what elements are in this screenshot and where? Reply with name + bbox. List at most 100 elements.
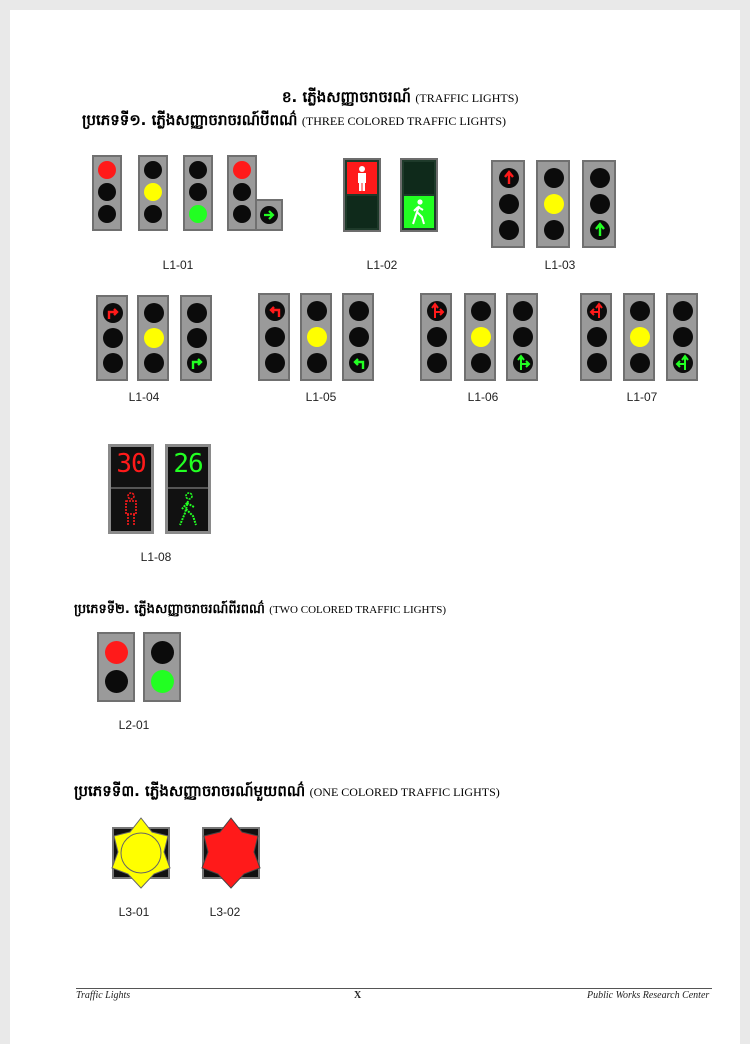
- label-l1-04: L1-04: [128, 390, 160, 404]
- signal-green-arrow-left: [342, 293, 374, 381]
- red-stand-panel: [347, 162, 377, 194]
- off-lamp: [590, 168, 610, 188]
- signal-green-arrow-right: [180, 295, 212, 381]
- yellow-lamp: [471, 327, 491, 347]
- label-l3-02: L3-02: [209, 905, 241, 919]
- off-lamp: [544, 220, 564, 240]
- off-lamp: [98, 205, 116, 223]
- signal-green-arrow-up: [582, 160, 616, 248]
- red-countdown-number: 30: [116, 449, 146, 479]
- signal-red-arrow-straight-right: [420, 293, 452, 381]
- red-up-arrow-icon: [499, 168, 519, 188]
- signal-green-two-lamp: [143, 632, 181, 702]
- label-l3-01: L3-01: [118, 905, 150, 919]
- off-lamp: [499, 194, 519, 214]
- off-lamp: [349, 327, 369, 347]
- off-lamp: [587, 353, 607, 373]
- signal-yellow: [623, 293, 655, 381]
- off-lamp: [105, 670, 128, 693]
- green-turn-right-arrow-icon: [187, 353, 207, 373]
- signal-red-arrow-straight-left: [580, 293, 612, 381]
- arrow-box: [255, 199, 283, 231]
- red-lamp: [233, 161, 251, 179]
- off-lamp: [144, 353, 164, 373]
- type3-heading: ប្រភេទទី៣. ភ្លើងសញ្ញាចរាចរណ៍មួយពណ៌ (ONE …: [74, 782, 500, 800]
- footer-right: Public Works Research Center: [587, 990, 710, 1001]
- label-l1-07: L1-07: [626, 390, 658, 404]
- yellow-lamp: [307, 327, 327, 347]
- label-l1-02: L1-02: [366, 258, 398, 272]
- off-lamp: [265, 353, 285, 373]
- off-lamp: [189, 183, 207, 201]
- off-lamp: [673, 301, 693, 321]
- yellow-lamp: [630, 327, 650, 347]
- off-lamp: [144, 205, 162, 223]
- off-lamp: [144, 161, 162, 179]
- off-lamp: [187, 303, 207, 323]
- green-turn-left-arrow-icon: [349, 353, 369, 373]
- off-lamp: [349, 301, 369, 321]
- countdown-signal-green: 26: [165, 444, 211, 534]
- off-lamp: [590, 194, 610, 214]
- footer-page-number: X: [354, 990, 362, 1001]
- off-lamp: [144, 303, 164, 323]
- divider: [168, 487, 208, 489]
- signal-red-with-arrow: [227, 155, 257, 231]
- green-lamp: [151, 670, 174, 693]
- off-lamp: [427, 353, 447, 373]
- signal-yellow: [464, 293, 496, 381]
- off-lamp: [427, 327, 447, 347]
- label-l1-03: L1-03: [544, 258, 576, 272]
- off-lamp: [673, 327, 693, 347]
- signal-yellow: [138, 155, 168, 231]
- signal-green: [183, 155, 213, 231]
- label-l1-06: L1-06: [467, 390, 499, 404]
- label-l1-01: L1-01: [162, 258, 194, 272]
- dark-panel: [404, 162, 434, 194]
- red-straight-right-arrow-icon: [427, 301, 447, 321]
- type2-heading: ប្រភេទទី២. ភ្លើងសញ្ញាចរាចរណ៍ពីរពណ៌ (TWO …: [74, 602, 446, 617]
- pedestrian-signal-green: [400, 158, 438, 232]
- off-lamp: [233, 183, 251, 201]
- signal-yellow: [536, 160, 570, 248]
- label-l1-08: L1-08: [140, 550, 172, 564]
- off-lamp: [630, 353, 650, 373]
- document-page: ខ. ភ្លើងសញ្ញាចរាចរណ៍ (TRAFFIC LIGHTS) ប្…: [10, 10, 740, 1044]
- yellow-flashing-beacon: [111, 817, 171, 889]
- off-lamp: [98, 183, 116, 201]
- signal-red-arrow-left: [258, 293, 290, 381]
- divider: [111, 487, 151, 489]
- yellow-lamp: [544, 194, 564, 214]
- green-countdown-number: 26: [173, 449, 203, 479]
- red-lamp: [105, 641, 128, 664]
- green-lamp: [189, 205, 207, 223]
- off-lamp: [499, 220, 519, 240]
- red-flashing-beacon: [201, 817, 261, 889]
- signal-red-arrow-right: [96, 295, 128, 381]
- signal-red-arrow-up: [491, 160, 525, 248]
- red-straight-left-arrow-icon: [587, 301, 607, 321]
- red-standing-person-icon: [125, 492, 137, 526]
- countdown-signal-red: 30: [108, 444, 154, 534]
- label-l2-01: L2-01: [118, 718, 150, 732]
- off-lamp: [265, 327, 285, 347]
- off-lamp: [307, 301, 327, 321]
- signal-yellow: [137, 295, 169, 381]
- signal-red: [92, 155, 122, 231]
- green-straight-left-arrow-icon: [673, 353, 693, 373]
- off-lamp: [187, 328, 207, 348]
- red-turn-left-arrow-icon: [265, 301, 285, 321]
- main-heading: ខ. ភ្លើងសញ្ញាចរាចរណ៍ (TRAFFIC LIGHTS): [282, 88, 519, 106]
- off-lamp: [513, 327, 533, 347]
- signal-yellow: [300, 293, 332, 381]
- standing-person-icon: [358, 166, 366, 191]
- off-lamp: [151, 641, 174, 664]
- off-lamp: [189, 161, 207, 179]
- walking-person-icon: [412, 199, 425, 225]
- right-arrow-icon: [260, 206, 278, 224]
- signal-green-arrow-straight-left: [666, 293, 698, 381]
- footer-left: Traffic Lights: [76, 990, 131, 1001]
- off-lamp: [233, 205, 251, 223]
- off-lamp: [630, 301, 650, 321]
- signal-green-arrow-straight-right: [506, 293, 538, 381]
